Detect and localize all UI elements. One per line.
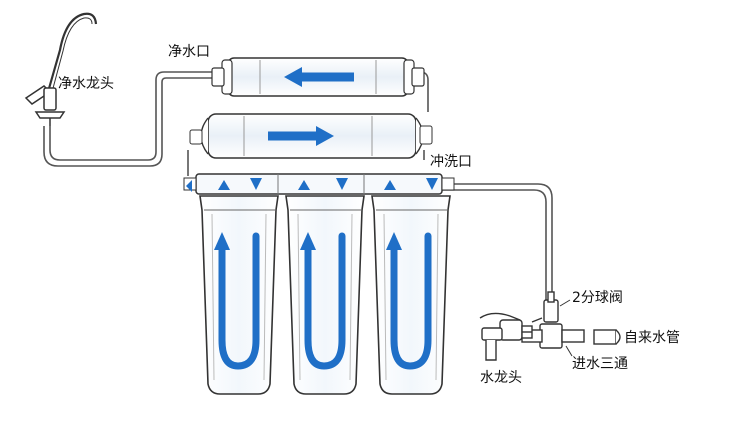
clean-faucet-icon <box>24 12 98 126</box>
upper-membrane-filter <box>211 57 425 97</box>
flow-arrow-right-head <box>316 126 334 146</box>
clean-outlet-label: 净水口 <box>168 44 210 60</box>
inlet-tee-label: 进水三通 <box>572 356 628 372</box>
faucet-icon <box>479 312 533 361</box>
ball-valve-label: 2分球阀 <box>572 290 623 306</box>
connecting-tubes <box>43 71 553 300</box>
label-leader-lines <box>559 299 573 357</box>
flush-outlet-label: 冲洗口 <box>430 154 472 170</box>
housing-flow-u-arrows <box>218 232 432 370</box>
clean-faucet-label: 净水龙头 <box>58 76 114 92</box>
valve-icon <box>531 291 559 323</box>
water-faucet-label: 水龙头 <box>480 370 522 386</box>
flow-arrow-left-head <box>284 67 302 87</box>
manifold-flow-arrows <box>186 178 438 192</box>
housing-flow-u-arrowheads <box>214 232 402 250</box>
tap-water-pipe-label: 自来水管 <box>624 330 680 346</box>
tap-water-pipe-stub <box>593 329 621 345</box>
